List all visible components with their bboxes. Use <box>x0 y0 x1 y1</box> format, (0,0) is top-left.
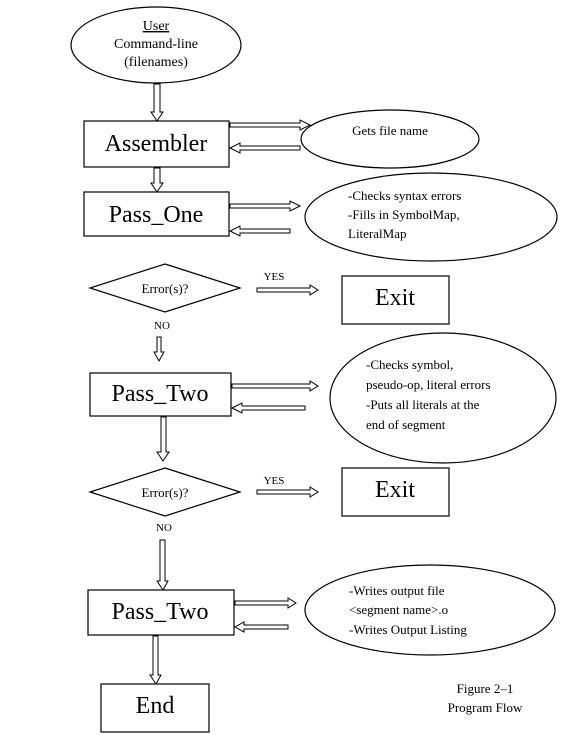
decision-1-yes: YES <box>264 271 285 283</box>
end-label: End <box>136 693 175 719</box>
figure-caption-title: Program Flow <box>448 700 523 715</box>
start-title: User <box>143 19 170 34</box>
decision-2-yes: YES <box>264 475 285 487</box>
decision-1-no: NO <box>154 320 170 332</box>
pass-one-label: Pass_One <box>109 202 204 228</box>
exit-1-box <box>341 275 450 325</box>
exit-1-label: Exit <box>375 285 415 311</box>
start-line3: (filenames) <box>124 55 188 70</box>
pass-one-note-ellipse <box>304 172 558 262</box>
pass-two-b-note-line-1: -Writes output file <box>349 583 445 598</box>
arrow-assembler-to-pass-one <box>150 167 164 193</box>
decision-2-diamond <box>88 467 242 517</box>
pass-one-box <box>83 191 230 237</box>
end-box <box>100 683 210 733</box>
pass-two-a-note-line-3: -Puts all literals at the <box>366 397 480 412</box>
decision-1-diamond <box>88 263 242 313</box>
start-ellipse <box>70 6 242 84</box>
exit-2-label: Exit <box>375 477 415 503</box>
exit-2-box <box>341 467 450 517</box>
arrow-pass-two-b-to-note <box>234 597 297 609</box>
decision-1-label: Error(s)? <box>142 281 189 296</box>
arrow-start-to-assembler <box>150 83 164 122</box>
arrow-note-to-pass-one <box>228 225 291 237</box>
pass-two-a-note-line-1: -Checks symbol, <box>366 357 453 372</box>
arrow-decision-2-yes <box>256 486 319 498</box>
arrow-pass-two-b-to-end <box>149 635 162 685</box>
pass-one-note-line-2: -Fills in SymbolMap, <box>348 207 460 222</box>
figure-caption-number: Figure 2–1 <box>457 681 514 696</box>
start-line2: Command-line <box>114 37 198 52</box>
arrow-assembler-to-note <box>229 119 312 131</box>
arrow-pass-one-to-note <box>229 200 302 212</box>
pass-two-a-note-line-4: end of segment <box>366 417 446 432</box>
pass-one-note-line-1: -Checks syntax errors <box>348 188 461 203</box>
arrow-note-to-assembler <box>228 142 301 154</box>
arrow-pass-two-a-to-decision-2 <box>156 416 170 462</box>
pass-two-a-label: Pass_Two <box>112 381 209 407</box>
assembler-label: Assembler <box>105 131 208 157</box>
arrow-pass-two-a-to-note <box>231 380 319 392</box>
pass-two-a-note-line-2: pseudo-op, literal errors <box>366 377 491 392</box>
assembler-note: Gets file name <box>352 123 428 138</box>
pass-two-b-box <box>87 589 235 636</box>
pass-two-b-note-line-2: <segment name>.o <box>349 602 448 617</box>
assembler-note-ellipse <box>300 109 480 169</box>
pass-two-b-label: Pass_Two <box>112 599 209 625</box>
pass-two-b-note-ellipse <box>304 564 556 656</box>
pass-one-note-line-3: LiteralMap <box>348 226 406 241</box>
pass-two-a-note-ellipse <box>329 332 557 464</box>
arrow-decision-1-yes <box>256 284 319 296</box>
arrow-decision-1-no <box>153 336 165 363</box>
pass-two-a-box <box>89 372 232 417</box>
arrow-decision-2-no <box>156 539 169 591</box>
pass-two-b-note-line-3: -Writes Output Listing <box>349 622 467 637</box>
decision-2-label: Error(s)? <box>142 485 189 500</box>
arrow-note-to-pass-two-b <box>233 621 289 633</box>
arrow-note-to-pass-two-a <box>230 402 306 414</box>
decision-2-no: NO <box>156 522 172 534</box>
assembler-box <box>83 120 230 168</box>
